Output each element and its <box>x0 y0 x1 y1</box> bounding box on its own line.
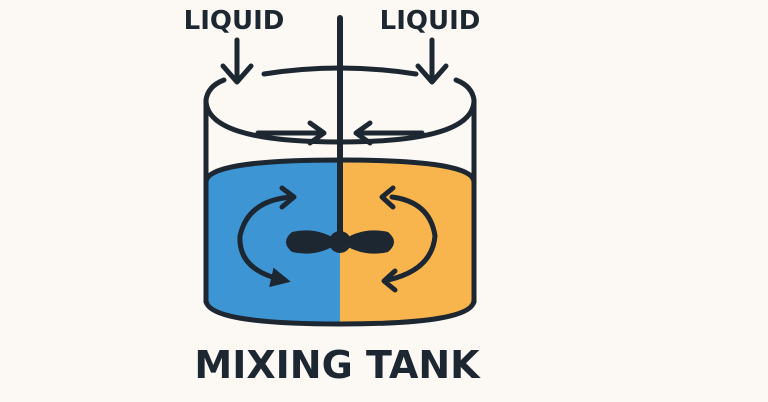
liquid-right-orange <box>340 160 474 323</box>
circulation-arrow-right <box>379 185 438 293</box>
impeller-blade-left <box>286 230 340 254</box>
inlet-arrow-left <box>220 37 254 85</box>
impeller <box>286 230 394 254</box>
liquid-fill <box>206 160 474 323</box>
inlet-arrow-right <box>415 37 449 85</box>
liquid-left-blue <box>206 160 340 323</box>
inlet-label-right: LIQUID <box>380 6 481 36</box>
inlet-label-left: LIQUID <box>184 6 285 36</box>
impeller-blade-right <box>340 230 394 254</box>
diagram-title: MIXING TANK <box>194 343 481 387</box>
inflow-arrow-right <box>353 120 425 146</box>
impeller-hub <box>329 231 351 253</box>
circulation-arrow-left <box>237 185 297 288</box>
inflow-arrow-left <box>255 120 327 146</box>
